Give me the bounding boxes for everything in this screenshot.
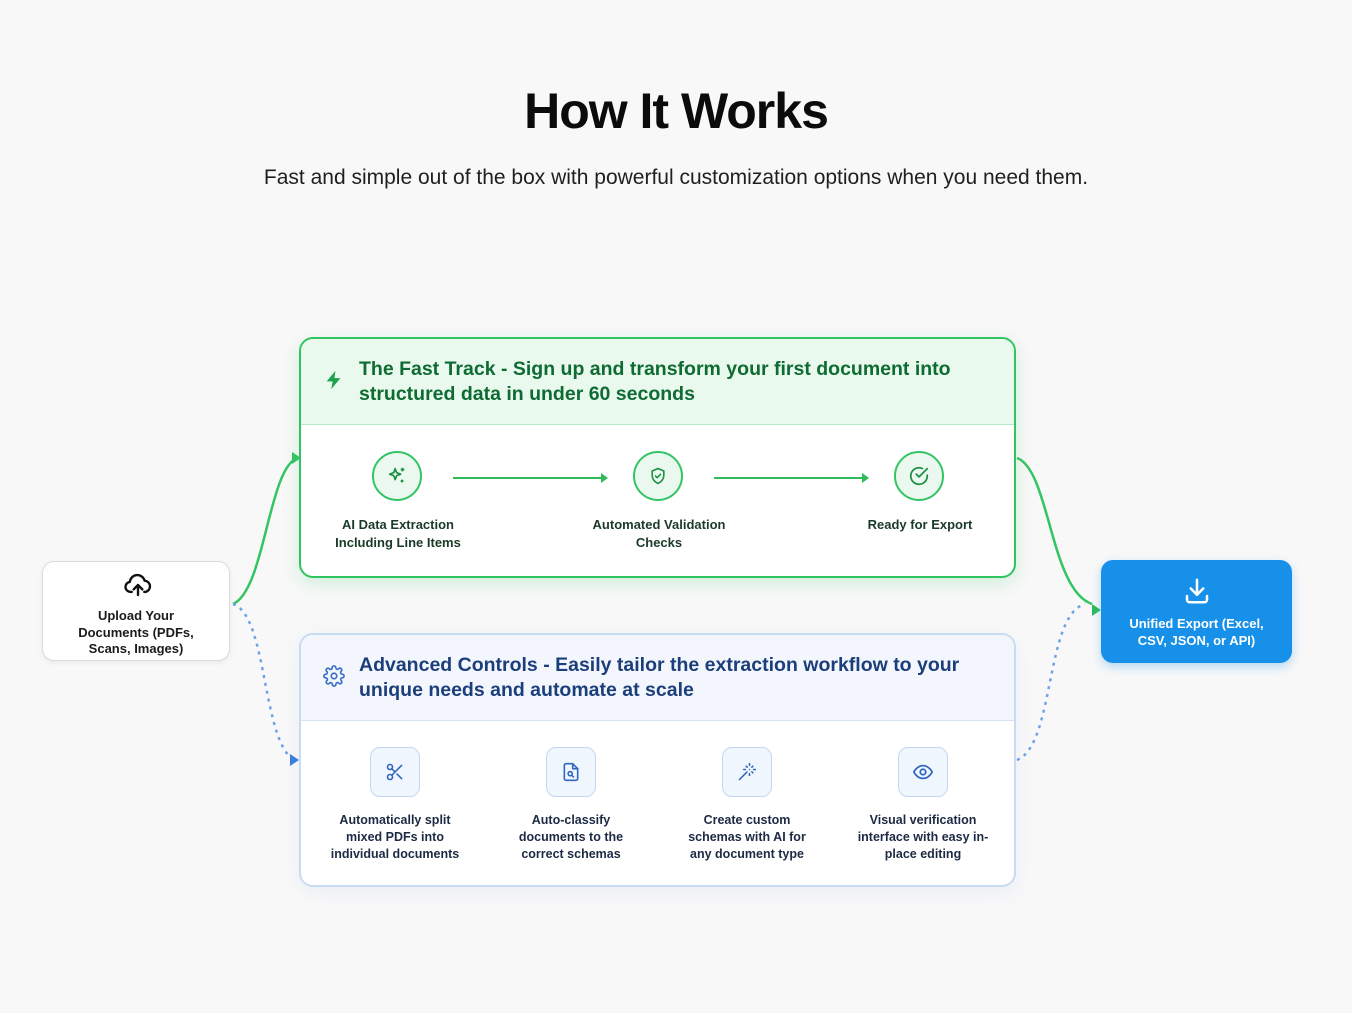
page-title: How It Works: [524, 83, 829, 139]
feature-label: Automatically split mixed PDFs into indi…: [330, 813, 460, 861]
connector-advanced-export: [1016, 602, 1086, 762]
fast-track-title: The Fast Track - Sign up and transform y…: [359, 358, 951, 405]
upload-card: Upload Your Documents (PDFs, Scans, Imag…: [42, 561, 230, 661]
advanced-controls-panel: Advanced Controls - Easily tailor the ex…: [299, 633, 1016, 887]
step-arrow: [714, 473, 869, 483]
step-label: Ready for Export: [867, 517, 973, 532]
step-label: Automated Validation Checks: [592, 517, 726, 550]
file-search-icon: [563, 762, 579, 782]
step-label: AI Data Extraction Including Line Items: [335, 517, 461, 550]
step-arrow: [453, 473, 608, 483]
connector-upload-advanced-arrow: [290, 754, 299, 766]
fast-track-panel: The Fast Track - Sign up and transform y…: [299, 337, 1016, 578]
check-circle-icon: [909, 466, 929, 486]
upload-label: Upload Your Documents (PDFs, Scans, Imag…: [78, 608, 194, 656]
advanced-title: Advanced Controls - Easily tailor the ex…: [359, 654, 960, 701]
page-subtitle: Fast and simple out of the box with powe…: [263, 166, 1089, 189]
connector-fast-export: [1016, 456, 1093, 606]
gear-icon: [323, 665, 345, 687]
shield-check-icon: [651, 467, 665, 485]
feature-label: Visual verification interface with easy …: [857, 813, 989, 861]
feature-label: Auto-classify documents to the correct s…: [518, 813, 624, 861]
connector-fast-export-arrow: [1092, 604, 1101, 616]
cloud-upload-icon: [124, 573, 152, 597]
export-label: Unified Export (Excel, CSV, JSON, or API…: [1129, 616, 1264, 648]
fast-track-header: The Fast Track - Sign up and transform y…: [301, 339, 1014, 425]
feature-label: Create custom schemas with AI for any do…: [688, 813, 806, 861]
connector-upload-advanced: [232, 602, 296, 762]
magic-wand-icon: [738, 762, 757, 781]
lightning-bolt-icon: [326, 370, 341, 390]
scissors-icon: [386, 763, 403, 781]
export-card: Unified Export (Excel, CSV, JSON, or API…: [1101, 560, 1292, 663]
connector-upload-fast: [232, 456, 298, 606]
advanced-header: Advanced Controls - Easily tailor the ex…: [301, 635, 1014, 721]
eye-icon: [912, 764, 934, 780]
download-icon: [1185, 578, 1209, 604]
sparkles-icon: [388, 467, 405, 483]
